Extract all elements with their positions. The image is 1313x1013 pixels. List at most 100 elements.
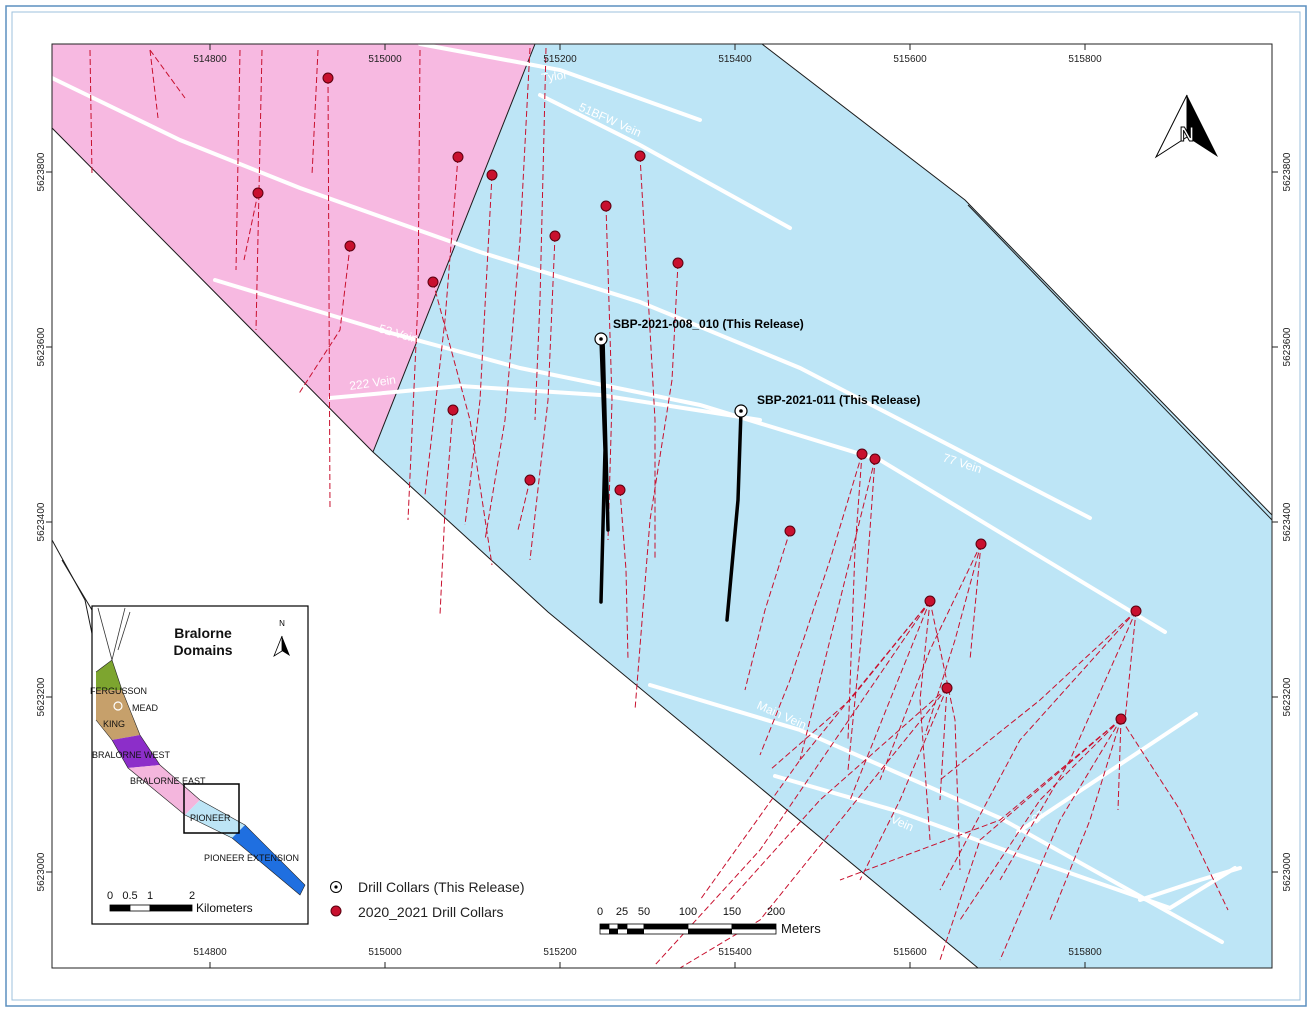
release-collar-dot [599, 337, 603, 341]
y-tick-label: 5623200 [1282, 677, 1293, 716]
inset-map: Bralorne Domains N FERGUSSON MEAD KING B… [90, 605, 309, 925]
callout-hole-b: SBP-2021-011 (This Release) [757, 393, 920, 407]
x-tick-label: 514800 [193, 947, 227, 958]
drill-collar [869, 453, 881, 465]
scale-label: 25 [616, 906, 628, 918]
drill-collar [427, 276, 439, 288]
x-tick-label: 515200 [543, 947, 577, 958]
scale-label: 150 [723, 906, 741, 918]
scale-label: 200 [767, 906, 785, 918]
inset-scale-label: 0.5 [122, 890, 137, 902]
drill-collar [1115, 713, 1127, 725]
y-tick-label: 5623800 [1282, 152, 1293, 191]
domain-label-bralorne-west: BRALORNE WEST [92, 750, 171, 760]
drill-collar [486, 169, 498, 181]
y-tick-label: 5623200 [36, 677, 47, 716]
callout-hole-a: SBP-2021-008_010 (This Release) [613, 317, 804, 331]
release-collar-dot [739, 409, 743, 413]
pioneer-domain [373, 44, 1272, 968]
drill-collar [634, 150, 646, 162]
drill-collar [252, 187, 264, 199]
y-tick-label: 5623800 [36, 152, 47, 191]
bottom-x-labels: 514800 515000 515200 515400 515600 51580… [193, 947, 1102, 958]
inset-boundary-lines [97, 607, 131, 661]
legend-item-2020-2021: 2020_2021 Drill Collars [358, 904, 504, 920]
inset-north-arrow-icon: N [273, 619, 290, 657]
legend-2020-2021-collar-icon [330, 905, 342, 917]
tick-marks [46, 44, 1278, 968]
bralorne-west-domain [112, 735, 160, 768]
inset-title-line2: Domains [173, 642, 232, 658]
inset-north-label: N [279, 619, 285, 628]
x-tick-label: 515800 [1068, 54, 1102, 65]
drill-collars-this-release: SBP-2021-008_010 (This Release) SBP-2021… [594, 317, 920, 418]
inset-scale-unit: Kilometers [196, 901, 253, 915]
scale-label: 50 [638, 906, 650, 918]
x-tick-label: 515000 [368, 54, 402, 65]
drill-collar [452, 151, 464, 163]
domain-label-pioneer: PIONEER [190, 813, 231, 823]
inner-frame [11, 11, 1301, 1001]
inset-scale-label: 2 [189, 890, 195, 902]
drill-collars-2020-2021 [252, 72, 1142, 725]
drill-collar [924, 595, 936, 607]
x-tick-label: 515600 [893, 947, 927, 958]
pioneer-inset [185, 800, 245, 838]
x-tick-label: 515000 [368, 947, 402, 958]
x-tick-label: 515800 [1068, 947, 1102, 958]
outer-frame [5, 5, 1307, 1007]
left-y-labels: 5623800 5623600 5623400 5623200 5623000 [36, 152, 47, 891]
inset-scale-label: 0 [107, 890, 113, 902]
fergusson-domain [96, 660, 122, 690]
scale-bar: 0 25 50 100 150 200 Meters [597, 906, 821, 936]
scale-label: 0 [597, 906, 603, 918]
legend-item-release: Drill Collars (This Release) [358, 879, 524, 895]
bralorne-east-inset [128, 765, 200, 815]
north-label: N [1180, 124, 1194, 146]
vein-label-222: 222 Vein [348, 373, 396, 393]
scale-unit: Meters [781, 921, 821, 936]
drill-collar [975, 538, 987, 550]
y-tick-label: 5623600 [1282, 327, 1293, 366]
inset-domain-outline [95, 659, 306, 896]
inset-scale-bar: 0 0.5 1 2 Kilometers [107, 890, 253, 915]
x-tick-label: 515400 [718, 947, 752, 958]
x-tick-label: 514800 [193, 54, 227, 65]
pioneer-extension-domain [232, 825, 305, 895]
map-area: Tylor 51BFW Vein 52 Vein 222 Vein 77 Vei… [50, 42, 1273, 969]
legend: Drill Collars (This Release) 2020_2021 D… [330, 879, 524, 920]
domain-label-fergusson: FERGUSSON [90, 686, 147, 696]
drill-collar [600, 200, 612, 212]
release-drill-traces [599, 337, 743, 622]
x-tick-label: 515400 [718, 54, 752, 65]
inset-scale-label: 1 [147, 890, 153, 902]
domain-label-king: KING [103, 719, 125, 729]
drill-collar [344, 240, 356, 252]
drill-collar [447, 404, 459, 416]
north-arrow-icon: N [1154, 94, 1218, 159]
drill-collar [322, 72, 334, 84]
drill-collar [614, 484, 626, 496]
map-border [51, 43, 1273, 969]
drill-collar [672, 257, 684, 269]
x-tick-label: 515600 [893, 54, 927, 65]
domain-label-pioneer-extension: PIONEER EXTENSION [204, 853, 299, 863]
y-tick-label: 5623400 [1282, 502, 1293, 541]
x-tick-label: 515200 [543, 54, 577, 65]
top-x-labels: 514800 515000 515200 515400 515600 51580… [193, 54, 1102, 65]
domain-label-mead: MEAD [132, 703, 159, 713]
legend-release-collar-dot [334, 885, 338, 889]
drill-collar [549, 230, 561, 242]
right-y-labels: 5623800 5623600 5623400 5623200 5623000 [1282, 152, 1293, 891]
vein-traces [50, 42, 1242, 944]
mead-marker-icon [113, 701, 123, 711]
drill-collar [856, 448, 868, 460]
y-tick-label: 5623000 [1282, 852, 1293, 891]
drill-collar [524, 474, 536, 486]
drill-collar [941, 682, 953, 694]
drill-collar [1130, 605, 1142, 617]
inset-extent-box [183, 783, 240, 834]
y-tick-label: 5623000 [36, 852, 47, 891]
y-tick-label: 5623600 [36, 327, 47, 366]
